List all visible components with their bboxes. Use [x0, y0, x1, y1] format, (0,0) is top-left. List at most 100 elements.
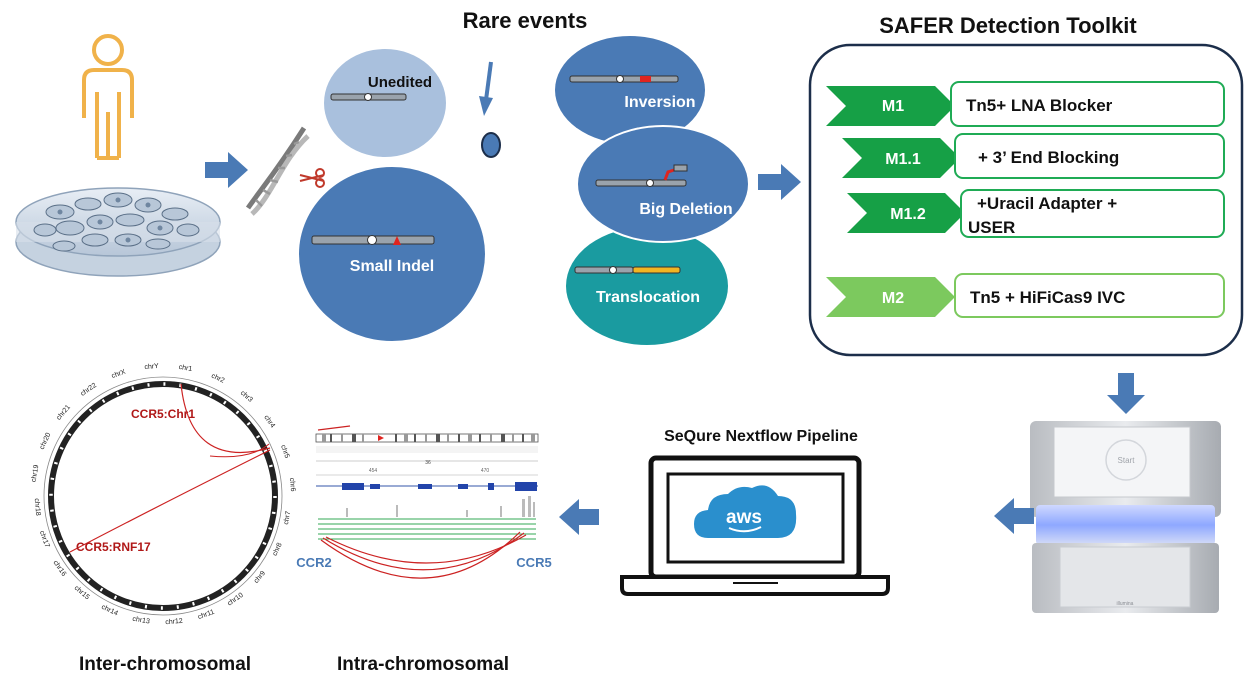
- circos-label-chr4: chr4: [262, 414, 276, 429]
- arrow-to-sequencer: [1107, 373, 1145, 414]
- arrow-to-dna: [205, 152, 248, 188]
- method-m2-tag: M2: [882, 290, 904, 307]
- igv-label-ccr2: CCR2: [296, 555, 331, 570]
- aws-cloud-icon: aws: [694, 485, 797, 538]
- inter-chromosomal-caption: Inter-chromosomal: [79, 654, 251, 675]
- circos-label-chr5: chr5: [279, 444, 290, 459]
- ideogram-band: [490, 434, 492, 442]
- method-m1-2: M1.2 +Uracil Adapter + USER: [847, 189, 1225, 238]
- arrow-rare-event-head: [479, 96, 493, 116]
- method-m1-1-desc: + 3’ End Blocking: [978, 148, 1119, 167]
- circos-link-rnf17: [69, 449, 271, 553]
- circos-label-chr20: chr20: [39, 432, 53, 451]
- circos-label-chr7: chr7: [283, 511, 292, 526]
- igv-tick-left: 454: [369, 468, 378, 474]
- scissors-icon: [299, 168, 325, 188]
- circos-label-chr17: chr17: [38, 530, 51, 549]
- circos-label-rnf17: CCR5:RNF17: [76, 540, 151, 554]
- aws-label: aws: [726, 507, 762, 528]
- method-m1-desc: Tn5+ LNA Blocker: [966, 96, 1113, 115]
- circos-label-chr13: chr13: [132, 616, 151, 626]
- circos-label-chr19: chr19: [30, 464, 40, 483]
- rare-events-title: Rare events: [463, 8, 588, 33]
- ideogram-band: [512, 434, 514, 442]
- intra-chromosomal-caption: Intra-chromosomal: [337, 654, 509, 675]
- arrow-rare-event: [484, 61, 493, 101]
- arrow-to-toolkit: [758, 164, 801, 200]
- unedited-chromosome: [330, 93, 407, 101]
- person-icon: [82, 34, 134, 160]
- method-m1-1: M1.1 + 3’ End Blocking: [842, 133, 1225, 179]
- circos-label-chr22: chr22: [80, 382, 98, 398]
- circos-label-chrY: chrY: [144, 363, 159, 371]
- circos-plot: chr1chr2chr3chr4chr5chr6chr7chr8chr9chr1…: [30, 363, 296, 626]
- rare-event-dot: [481, 132, 501, 158]
- circos-label-chr18: chr18: [33, 498, 42, 516]
- igv-view: 36 454 470 CCR2 CCR5: [296, 425, 552, 579]
- translocation-label: Translocation: [596, 289, 700, 306]
- sequencer-start: Start: [1118, 456, 1136, 465]
- method-m1-2-desc-line1: +Uracil Adapter +: [977, 194, 1117, 213]
- circos-label-chrX: chrX: [111, 368, 127, 380]
- method-m1: M1 Tn5+ LNA Blocker: [826, 81, 1225, 127]
- circos-label-chr8: chr8: [272, 542, 284, 557]
- method-m1-tag: M1: [882, 98, 904, 115]
- inversion-blob: [555, 36, 705, 144]
- ideogram-band: [522, 434, 524, 442]
- ideogram-band: [501, 434, 505, 442]
- circos-label-chr15: chr15: [73, 585, 91, 602]
- dna-helix-icon: [245, 126, 310, 216]
- pipeline-title: SeQure Nextflow Pipeline: [664, 428, 858, 445]
- inversion-chromosome: [569, 75, 679, 83]
- arrow-to-pipeline: [994, 498, 1034, 534]
- ideogram-band: [414, 434, 416, 442]
- circos-link-short: [209, 443, 270, 458]
- ideogram-band: [479, 434, 481, 442]
- method-m1-2-tag: M1.2: [890, 206, 926, 223]
- circos-label-chr2: chr2: [210, 373, 225, 385]
- circos-label-chr1: chr1: [178, 364, 193, 373]
- circos-label-chr3: chr3: [239, 390, 254, 404]
- ideogram-band: [447, 434, 449, 442]
- circos-label-chr6: chr6: [288, 478, 296, 492]
- circos-link-chr1: [180, 383, 271, 454]
- inversion-label: Inversion: [624, 94, 695, 111]
- big-deletion-label: Big Deletion: [639, 201, 732, 218]
- igv-scale-label: 36: [425, 460, 431, 466]
- ideogram-band: [352, 434, 356, 442]
- ideogram-band: [330, 434, 332, 442]
- circos-label-chr1: CCR5:Chr1: [131, 407, 195, 421]
- toolkit-title: SAFER Detection Toolkit: [879, 13, 1137, 38]
- translocation-chromosome: [574, 266, 681, 274]
- ideogram-band: [425, 434, 427, 442]
- ideogram-band: [531, 434, 535, 442]
- small-indel-blob: [299, 167, 485, 341]
- sequencer-icon: Start illumina: [1030, 421, 1221, 613]
- ideogram-band: [362, 434, 364, 442]
- igv-tick-right: 470: [481, 468, 490, 474]
- arrow-to-results: [559, 499, 599, 535]
- ideogram-band: [395, 434, 397, 442]
- method-m2: M2 Tn5 + HiFiCas9 IVC: [826, 273, 1225, 318]
- method-m1-2-desc-line2: USER: [968, 218, 1015, 237]
- ideogram-band: [458, 434, 460, 442]
- method-m2-desc: Tn5 + HiFiCas9 IVC: [970, 288, 1125, 307]
- ideogram-band: [436, 434, 440, 442]
- unedited-blob: [324, 49, 446, 157]
- unedited-label: Unedited: [368, 74, 432, 91]
- circos-label-chr16: chr16: [51, 559, 67, 577]
- small-indel-label: Small Indel: [350, 258, 434, 275]
- circos-label-chr11: chr11: [197, 609, 215, 621]
- igv-label-ccr5: CCR5: [516, 555, 551, 570]
- ideogram-band: [322, 434, 326, 442]
- ideogram-band: [468, 434, 472, 442]
- big-deletion-chromosome: [595, 164, 688, 187]
- circos-label-chr12: chr12: [165, 618, 183, 627]
- circos-label-chr21: chr21: [55, 404, 72, 422]
- petri-dish-icon: [15, 187, 221, 277]
- ideogram-band: [404, 434, 408, 442]
- small-indel-chromosome: [311, 235, 435, 245]
- sequencer-brand: illumina: [1117, 601, 1134, 607]
- circos-label-chr10: chr10: [226, 592, 244, 608]
